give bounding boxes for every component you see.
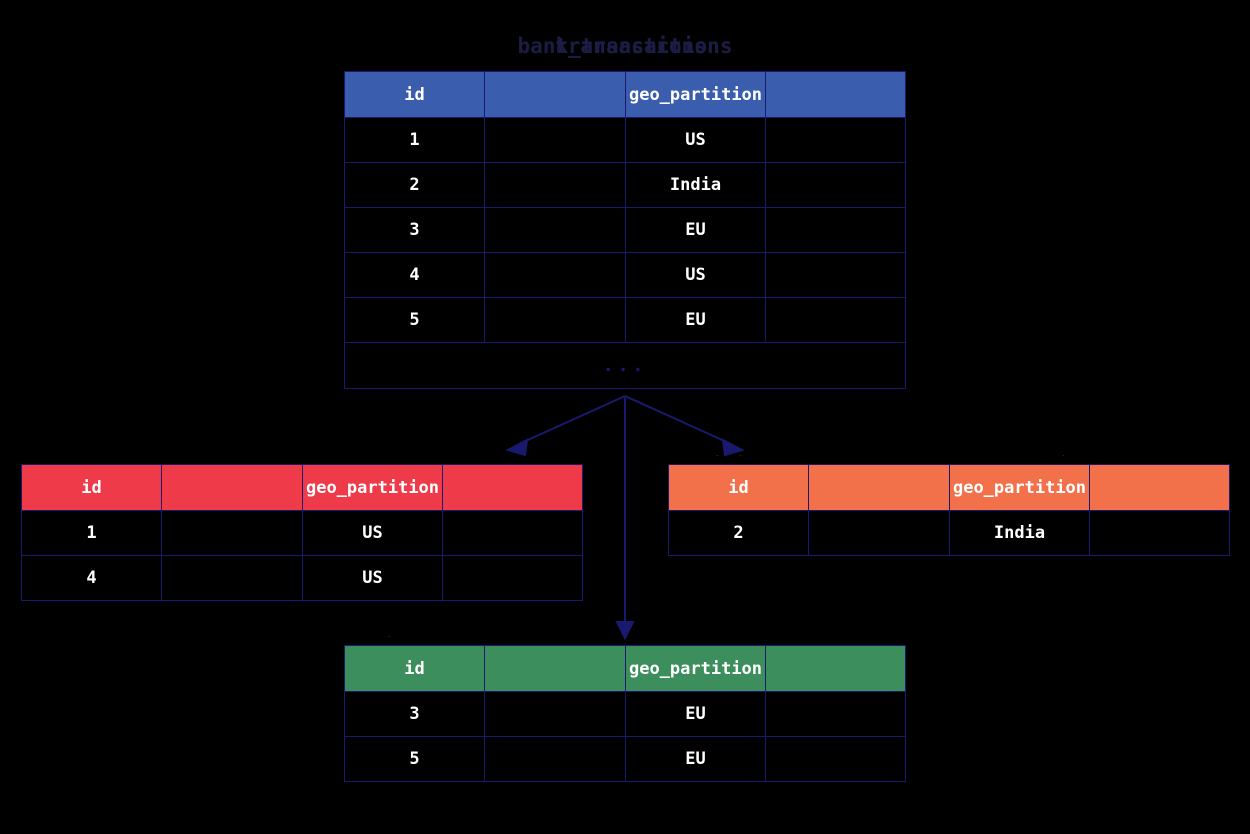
cell-geo-partition: US	[302, 510, 443, 556]
cell-geo-partition: EU	[625, 736, 766, 782]
cell-blank-1	[161, 555, 303, 601]
table-row: 5 EU	[344, 736, 906, 782]
cell-blank-1	[161, 510, 303, 556]
table-header-row: id geo_partition	[344, 645, 906, 692]
arrow-line-us	[518, 395, 626, 445]
table-row: 3 EU	[344, 691, 906, 737]
arrow-head-us	[505, 438, 529, 457]
cell-blank-2	[765, 117, 906, 163]
arrow-head-eu	[615, 621, 635, 641]
cell-blank-1	[808, 510, 950, 556]
source-table-title-overlay: transactions	[555, 34, 707, 58]
cell-id: 3	[344, 691, 485, 737]
column-header-blank-1	[484, 645, 626, 692]
partition-table-eu: id geo_partition 3 EU 5 EU	[344, 645, 906, 782]
ellipsis-marker: ...	[344, 342, 906, 389]
table-row: 4 US	[21, 555, 583, 601]
column-header-id: id	[344, 71, 485, 118]
table-row: 1 US	[21, 510, 583, 556]
column-header-geo-partition: geo_partition	[949, 464, 1090, 511]
cell-geo-partition: India	[625, 162, 766, 208]
cell-blank-1	[484, 736, 626, 782]
eu-caption-clipped: EU	[372, 636, 416, 645]
cell-id: 1	[344, 117, 485, 163]
cell-geo-partition: EU	[625, 691, 766, 737]
column-header-blank-2	[1089, 464, 1230, 511]
india-caption-clipped-right: India	[1036, 455, 1082, 464]
cell-geo-partition: EU	[625, 297, 766, 343]
cell-id: 4	[21, 555, 162, 601]
table-header-row: id geo_partition	[668, 464, 1230, 511]
cell-blank-1	[484, 162, 626, 208]
column-header-blank-2	[765, 645, 906, 692]
column-header-blank-1	[808, 464, 950, 511]
column-header-id: id	[21, 464, 162, 511]
cell-id: 4	[344, 252, 485, 298]
column-header-blank-2	[765, 71, 906, 118]
table-row: 1 US	[344, 117, 906, 163]
cell-blank-2	[765, 252, 906, 298]
column-header-id: id	[668, 464, 809, 511]
cell-id: 3	[344, 207, 485, 253]
column-header-blank-1	[161, 464, 303, 511]
cell-geo-partition: EU	[625, 207, 766, 253]
cell-blank-2	[765, 297, 906, 343]
cell-blank-2	[765, 691, 906, 737]
cell-geo-partition: US	[625, 117, 766, 163]
column-header-geo-partition: geo_partition	[625, 645, 766, 692]
cell-blank-2	[1089, 510, 1230, 556]
cell-blank-2	[765, 736, 906, 782]
cell-blank-1	[484, 207, 626, 253]
column-header-id: id	[344, 645, 485, 692]
cell-blank-1	[484, 117, 626, 163]
cell-blank-2	[765, 207, 906, 253]
cell-id: 1	[21, 510, 162, 556]
cell-id: 5	[344, 736, 485, 782]
table-row: 2 India	[668, 510, 1230, 556]
cell-geo-partition: US	[625, 252, 766, 298]
cell-geo-partition: India	[949, 510, 1090, 556]
cell-blank-1	[484, 252, 626, 298]
table-header-row: id geo_partition	[21, 464, 583, 511]
partition-table-india: id geo_partition 2 India	[668, 464, 1230, 556]
table-row: 3 EU	[344, 207, 906, 253]
table-truncation-row: ...	[344, 342, 906, 389]
table-row: 2 India	[344, 162, 906, 208]
column-header-geo-partition: geo_partition	[625, 71, 766, 118]
cell-blank-2	[442, 555, 583, 601]
column-header-geo-partition: geo_partition	[302, 464, 443, 511]
cell-id: 5	[344, 297, 485, 343]
cell-blank-1	[484, 297, 626, 343]
table-row: 5 EU	[344, 297, 906, 343]
cell-geo-partition: US	[302, 555, 443, 601]
cell-id: 2	[668, 510, 809, 556]
table-header-row: id geo_partition	[344, 71, 906, 118]
cell-blank-2	[765, 162, 906, 208]
cell-blank-2	[442, 510, 583, 556]
cell-blank-1	[484, 691, 626, 737]
column-header-blank-1	[484, 71, 626, 118]
cell-id: 2	[344, 162, 485, 208]
arrow-line-india	[624, 395, 732, 445]
column-header-blank-2	[442, 464, 583, 511]
source-table-title: bank_transactions	[517, 34, 733, 58]
arrow-head-india	[721, 438, 745, 457]
source-table: id geo_partition 1 US 2 India 3	[344, 71, 906, 389]
table-row: 4 US	[344, 252, 906, 298]
partition-table-us: id geo_partition 1 US 4 US	[21, 464, 583, 601]
india-caption-clipped: India	[690, 455, 760, 464]
